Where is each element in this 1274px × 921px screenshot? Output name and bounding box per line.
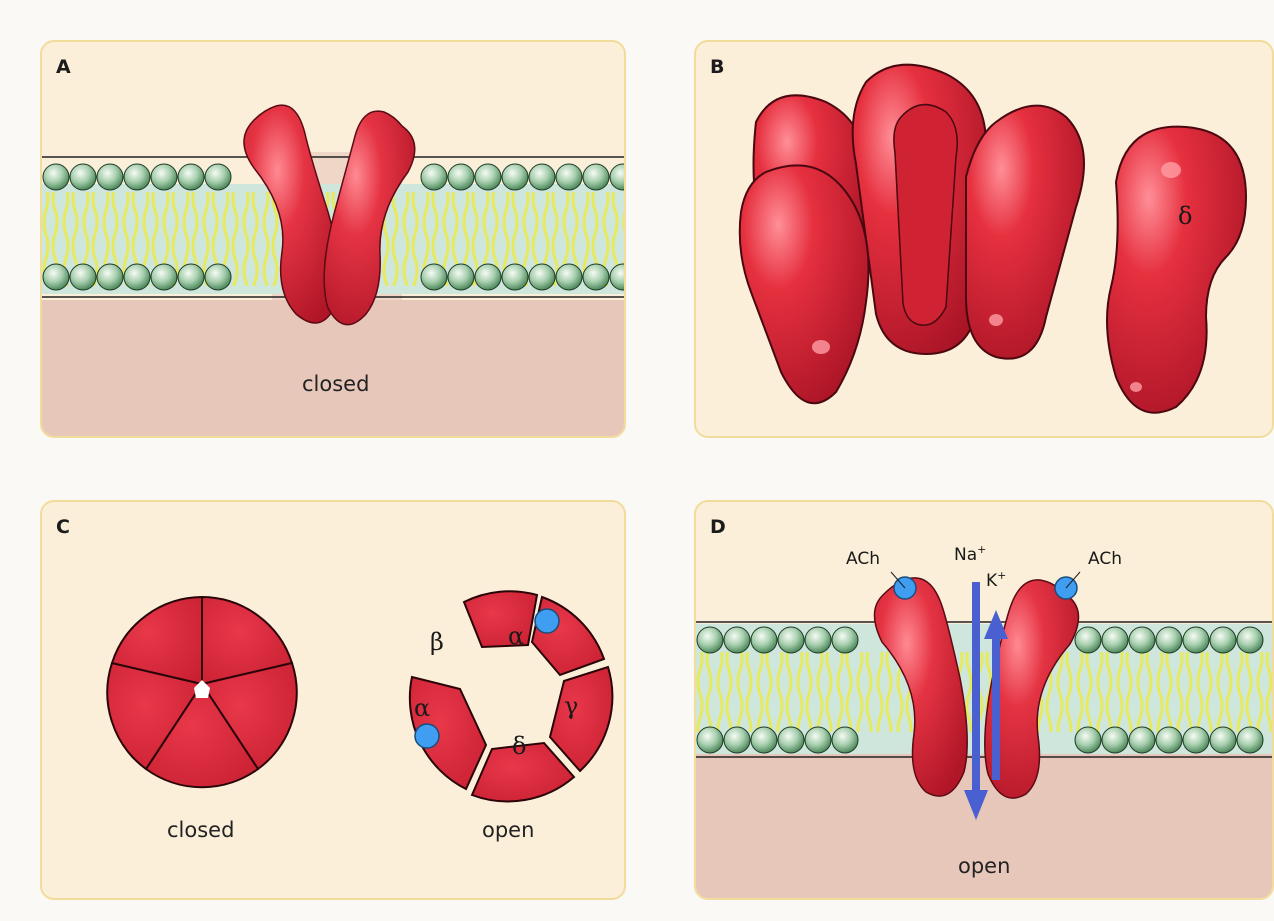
panel-a-caption: closed bbox=[302, 372, 369, 396]
panel-d: ACh ACh Na+ K+ D open bbox=[694, 500, 1274, 900]
panel-a-label: A bbox=[56, 56, 71, 78]
lipid-head bbox=[151, 264, 177, 290]
delta-label: δ bbox=[1178, 202, 1192, 230]
panel-b: δ B bbox=[694, 40, 1274, 438]
lipid-head bbox=[1237, 727, 1263, 753]
lipid-head bbox=[178, 264, 204, 290]
panel-b-illustration: δ bbox=[696, 42, 1274, 438]
subunit-beta bbox=[464, 591, 537, 647]
lipid-head bbox=[1210, 627, 1236, 653]
lipid-head bbox=[1156, 627, 1182, 653]
subunit-alpha-top bbox=[532, 597, 604, 675]
lipid-head bbox=[1129, 727, 1155, 753]
ion-k-label: K+ bbox=[986, 569, 1006, 591]
lipid-head bbox=[475, 264, 501, 290]
lipid-head bbox=[583, 264, 609, 290]
panel-c-caption-closed: closed bbox=[167, 818, 234, 842]
lipid-head bbox=[1129, 627, 1155, 653]
label-gamma: γ bbox=[564, 692, 578, 720]
panel-c-caption-open: open bbox=[482, 818, 534, 842]
lipid-head bbox=[697, 727, 723, 753]
lipid-head bbox=[697, 627, 723, 653]
panel-d-label: D bbox=[710, 516, 726, 538]
lipid-head bbox=[1102, 627, 1128, 653]
ach-label-left: ACh bbox=[846, 549, 880, 569]
lipid-head bbox=[43, 264, 69, 290]
lipid-head bbox=[178, 164, 204, 190]
lipid-head bbox=[556, 164, 582, 190]
pentamer-closed bbox=[107, 597, 296, 787]
lipid-head bbox=[1183, 627, 1209, 653]
ion-na-charge: + bbox=[977, 543, 986, 556]
lipid-head bbox=[724, 627, 750, 653]
lipid-head bbox=[751, 727, 777, 753]
lipid-head bbox=[124, 264, 150, 290]
lipid-head bbox=[502, 264, 528, 290]
lipid-head bbox=[1210, 727, 1236, 753]
label-beta: β bbox=[430, 628, 444, 656]
lipid-head bbox=[832, 627, 858, 653]
panel-a: A closed bbox=[40, 40, 626, 438]
ion-na-label: Na+ bbox=[954, 543, 986, 565]
ligand-site-top bbox=[535, 609, 559, 633]
ion-na-symbol: Na bbox=[954, 545, 977, 565]
subunit-gamma bbox=[550, 667, 612, 771]
lipid-head bbox=[43, 164, 69, 190]
lipid-head bbox=[502, 164, 528, 190]
lipid-head bbox=[1156, 727, 1182, 753]
lipid-head bbox=[778, 727, 804, 753]
label-alpha-top: α bbox=[508, 622, 524, 650]
panel-b-label: B bbox=[710, 56, 724, 78]
lipid-head bbox=[805, 727, 831, 753]
label-delta: δ bbox=[512, 732, 526, 760]
lipid-head bbox=[205, 164, 231, 190]
lipid-tails bbox=[696, 652, 1274, 732]
panel-c: β α γ δ α C closed open bbox=[40, 500, 626, 900]
lipid-head bbox=[97, 264, 123, 290]
lipid-head bbox=[448, 164, 474, 190]
lipid-head bbox=[205, 264, 231, 290]
lipid-head bbox=[97, 164, 123, 190]
lipid-head bbox=[421, 264, 447, 290]
lipid-head bbox=[421, 164, 447, 190]
panel-c-illustration: β α γ δ α bbox=[42, 502, 626, 900]
lipid-head bbox=[1075, 627, 1101, 653]
lipid-head bbox=[778, 627, 804, 653]
panel-d-illustration: ACh ACh Na+ K+ bbox=[696, 502, 1274, 900]
lipid-head bbox=[556, 264, 582, 290]
panel-c-label: C bbox=[56, 516, 70, 538]
lipid-head bbox=[1237, 627, 1263, 653]
lipid-head bbox=[124, 164, 150, 190]
lipid-head bbox=[724, 727, 750, 753]
ligand-site-bottom bbox=[415, 724, 439, 748]
lipid-head bbox=[1075, 727, 1101, 753]
ion-k-charge: + bbox=[997, 569, 1006, 582]
subunit-front-left bbox=[740, 165, 869, 403]
lipid-head bbox=[529, 264, 555, 290]
lipid-head bbox=[832, 727, 858, 753]
lipid-head bbox=[151, 164, 177, 190]
lipid-head bbox=[475, 164, 501, 190]
ach-label-right: ACh bbox=[1088, 549, 1122, 569]
lipid-head bbox=[1183, 727, 1209, 753]
lipid-head bbox=[70, 264, 96, 290]
panel-d-caption: open bbox=[958, 854, 1010, 878]
label-alpha-bottom: α bbox=[414, 694, 430, 722]
subunit-back-right bbox=[966, 106, 1084, 359]
lipid-head bbox=[751, 627, 777, 653]
cytoplasm-region bbox=[42, 300, 626, 438]
lipid-head bbox=[529, 164, 555, 190]
lipid-head bbox=[70, 164, 96, 190]
lipid-head bbox=[805, 627, 831, 653]
lipid-head bbox=[448, 264, 474, 290]
lipid-head bbox=[1102, 727, 1128, 753]
channel-pore bbox=[894, 105, 957, 326]
lipid-head bbox=[583, 164, 609, 190]
